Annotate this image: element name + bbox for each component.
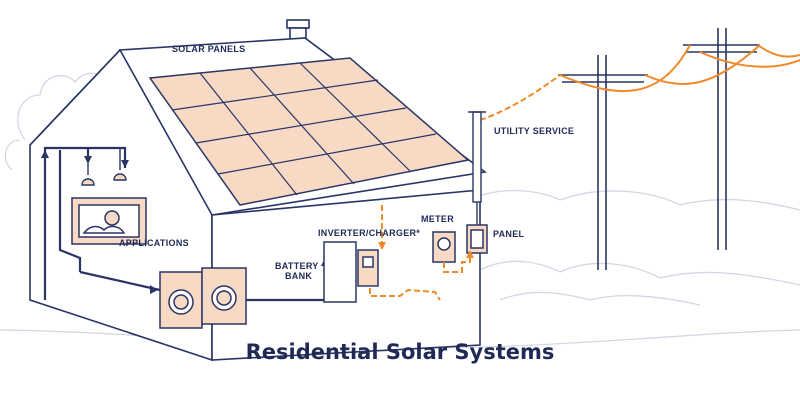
service-mast xyxy=(468,111,486,225)
meter-box xyxy=(432,231,456,263)
diagram-title: Residential Solar Systems xyxy=(245,340,555,364)
label-battery: BATTERY xyxy=(275,261,319,271)
label-utility-service: UTILITY SERVICE xyxy=(494,126,575,136)
washer-dryer xyxy=(159,267,247,329)
roof-eave xyxy=(29,49,121,146)
label-meter: METER xyxy=(421,214,454,224)
label-inverter-charger: INVERTER/CHARGER* xyxy=(318,228,421,238)
utility-wires xyxy=(479,44,800,121)
solar-panel-array xyxy=(148,57,470,206)
orange-arrows xyxy=(378,242,474,258)
label-bank: BANK xyxy=(285,271,313,281)
utility-poles xyxy=(558,28,760,270)
picture-frame xyxy=(71,197,147,245)
label-panel: PANEL xyxy=(493,229,525,239)
chimney xyxy=(286,19,310,41)
label-applications: APPLICATIONS xyxy=(119,238,189,248)
wiring-arrows xyxy=(41,150,329,294)
label-solar-panels: SOLAR PANELS xyxy=(172,44,246,54)
inverter-charger xyxy=(323,241,379,303)
electrical-panel xyxy=(466,224,488,254)
